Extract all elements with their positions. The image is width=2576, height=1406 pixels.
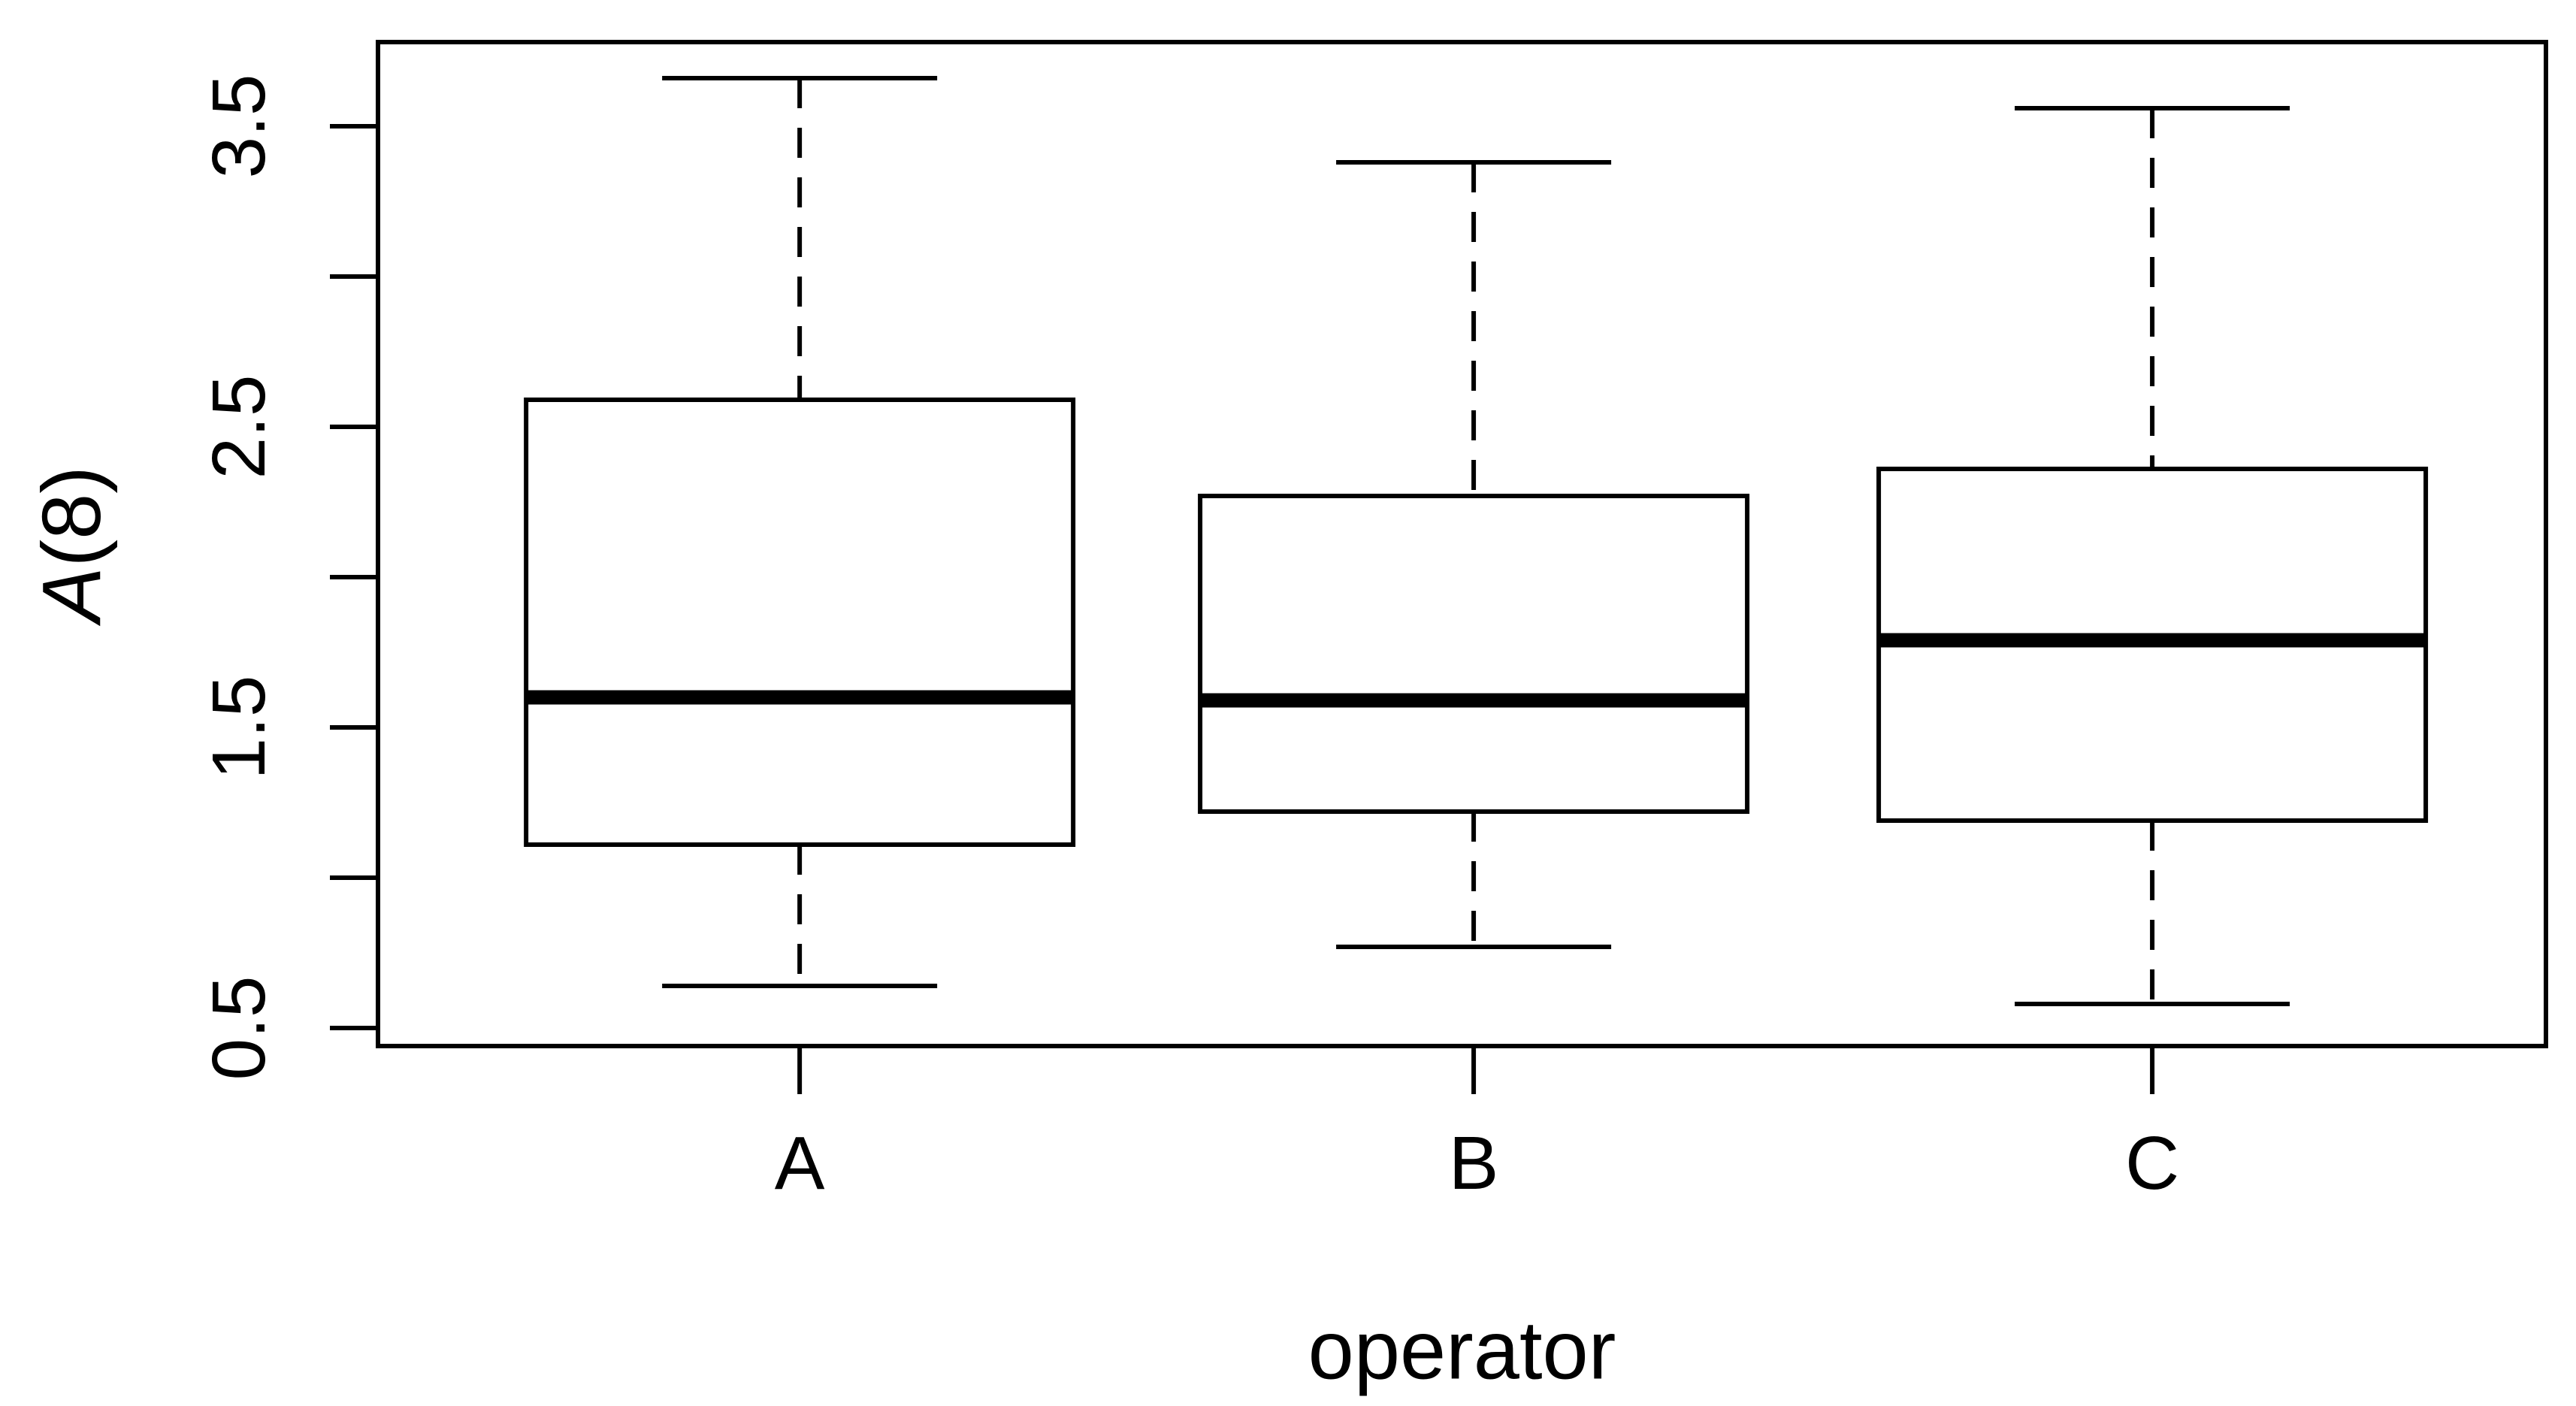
- plot-border: [376, 40, 2548, 1048]
- x-axis-title: operator: [1308, 1305, 1616, 1397]
- iqr-box-B: [1198, 494, 1750, 814]
- y-axis-title-italic-part: A: [26, 567, 118, 627]
- boxplot-group-B: [1198, 160, 1750, 949]
- x-axis: A B C: [775, 1046, 2179, 1205]
- boxplot-group-A: [524, 76, 1076, 988]
- y-tick-label-1.5: 1.5: [197, 675, 281, 779]
- x-tick-label-C: C: [2125, 1121, 2179, 1205]
- boxplot-series: [524, 76, 2429, 1006]
- x-tick-label-A: A: [775, 1121, 825, 1205]
- y-tick-label-2.5: 2.5: [197, 374, 281, 479]
- boxplot-group-C: [1876, 106, 2429, 1006]
- y-axis-title: A(8): [26, 466, 118, 627]
- y-tick-label-0.5: 0.5: [197, 975, 281, 1080]
- y-axis-title-plain-part: (8): [26, 466, 118, 567]
- y-tick-label-3.5: 3.5: [197, 74, 281, 178]
- iqr-box-A: [524, 398, 1076, 847]
- x-tick-label-B: B: [1449, 1121, 1499, 1205]
- y-axis: 0.5 1.5 2.5 3.5: [197, 74, 378, 1081]
